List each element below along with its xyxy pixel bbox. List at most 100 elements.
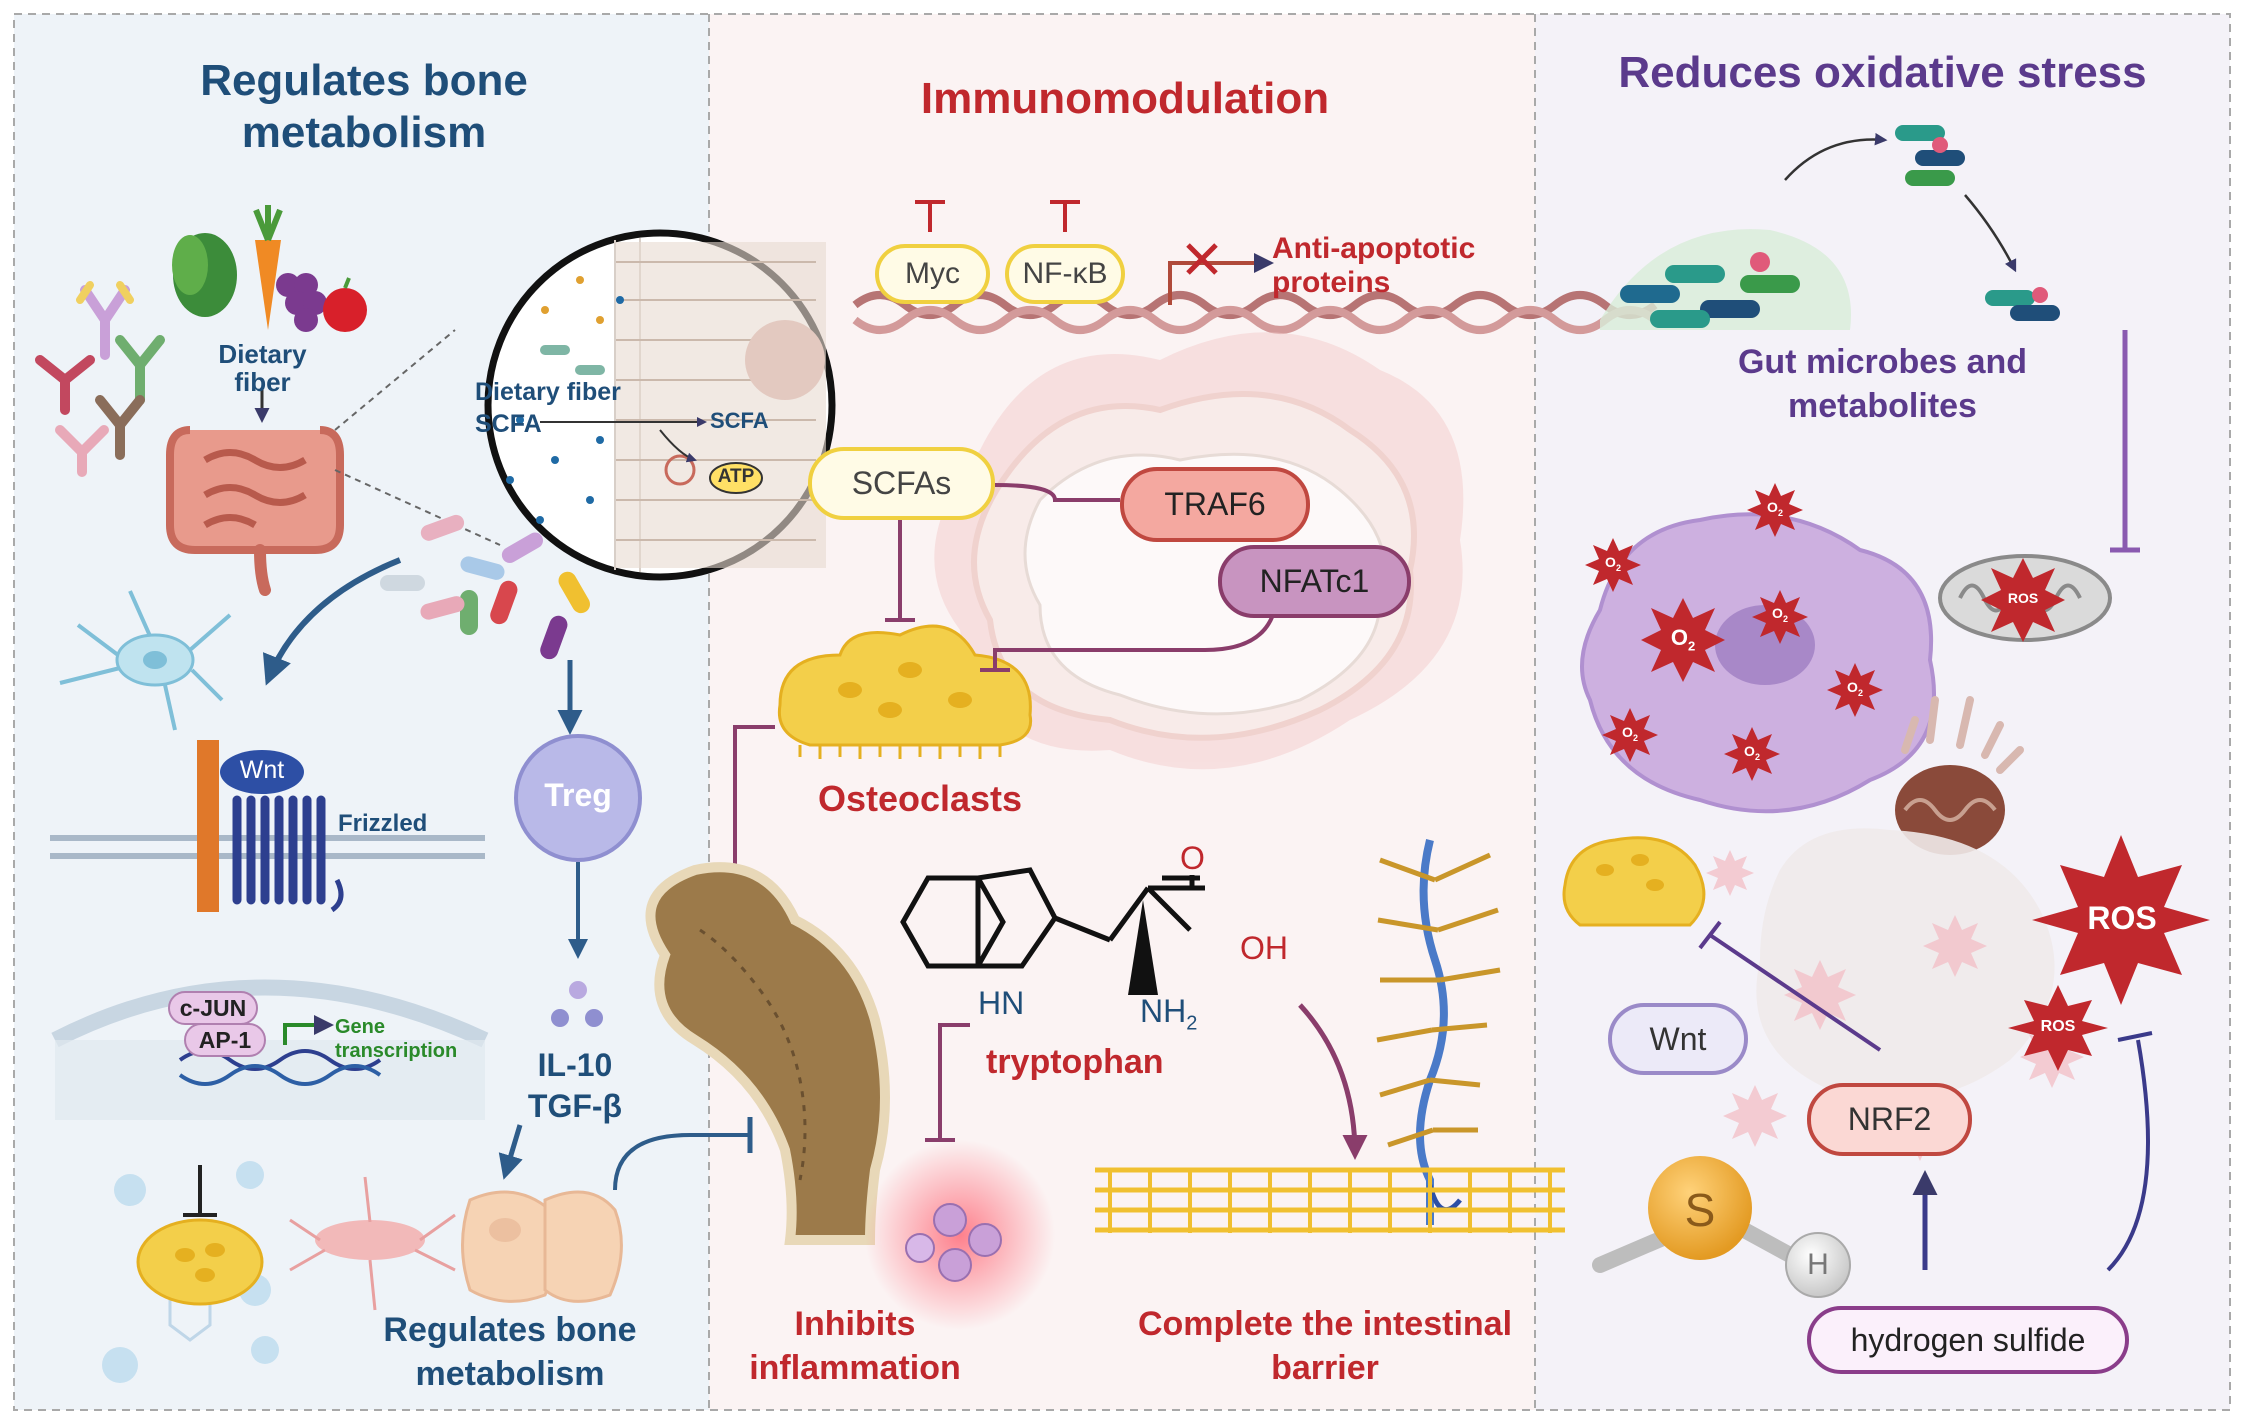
o2-label-6: O2 (1737, 743, 1767, 762)
damaged-mitochondrion (1895, 696, 2024, 855)
inflammation-cells (865, 1140, 1055, 1330)
c-jun-label: c-JUN (168, 991, 258, 1025)
chem-oh-label: OH (1240, 930, 1288, 966)
left-panel-title: Regulates bone metabolism (164, 55, 564, 159)
o2-2-text: O (1767, 499, 1778, 515)
frizzled-label: Frizzled (338, 810, 428, 837)
o2-label-5: O2 (1615, 724, 1645, 743)
hydrogen-sulfide-pill: hydrogen sulfide (1807, 1306, 2129, 1374)
intestine-icon (166, 426, 344, 596)
o2-2-sub: 2 (1777, 507, 1783, 518)
o2-4-sub: 2 (1857, 687, 1863, 698)
o2-4-text: O (1847, 679, 1858, 695)
microbe-inhibition-line (2110, 330, 2140, 553)
treg-cell (514, 734, 642, 862)
o2-label-1: O2 (1765, 605, 1795, 624)
barrier-line1: Complete the intestinal (1137, 1305, 1513, 1343)
gut-microbes-cluster (1600, 125, 2060, 330)
o2-1-text: O (1772, 605, 1783, 621)
o2-1-sub: 2 (1782, 613, 1788, 624)
chem-nh-subscript: 2 (1186, 1012, 1198, 1035)
inhibits-line2: inflammation (749, 1349, 961, 1387)
myc-nfkb-inhibition (915, 200, 1080, 232)
anti-apoptotic-line1: Anti-apoptotic (1272, 232, 1476, 265)
h2s-inhibition-arc (2106, 1031, 2153, 1272)
middle-panel-title: Immunomodulation (920, 74, 1330, 123)
osteoclast-right (1562, 836, 1706, 927)
bottom-line2: metabolism (415, 1355, 605, 1393)
o2-3-sub: 2 (1615, 562, 1621, 573)
chem-o-label: O (1180, 840, 1205, 876)
regulates-bone-bottom-label: Regulates bone metabolism (355, 1308, 665, 1396)
ros-large-label: ROS (2087, 900, 2157, 936)
ros-medium-label: ROS (2040, 1018, 2076, 1035)
ros-burst-large (2032, 835, 2210, 1005)
inhibits-line1: Inhibits (794, 1305, 916, 1343)
nrf2-pill: NRF2 (1807, 1083, 1972, 1156)
chem-nh2-label: NH2 (1140, 993, 1197, 1035)
tryptophan-inhibition (925, 1023, 970, 1142)
atp-label: ATP (717, 466, 755, 487)
nfkb-pill: NF-κB (1005, 244, 1125, 304)
nfatc1-pill: NFATc1 (1218, 545, 1411, 618)
complete-barrier-label: Complete the intestinal barrier (1115, 1302, 1535, 1390)
bone-icon (645, 862, 890, 1245)
traf6-pill: TRAF6 (1120, 467, 1310, 542)
inhibits-inflammation-label: Inhibits inflammation (730, 1302, 980, 1390)
inset-dietary-fiber-label: Dietary fiber (475, 378, 621, 406)
gene-line1: Gene (335, 1016, 386, 1038)
wnt-receptor-label: Wnt (239, 756, 285, 784)
gene-transcription-label: Gene transcription (335, 1015, 457, 1063)
membrane-receptor (50, 740, 485, 913)
dietary-fiber-line2: fiber (234, 367, 291, 397)
bacteria-cluster (380, 514, 590, 660)
ros-small-label: ROS (2007, 590, 2039, 606)
tgfb-label: TGF-β (527, 1088, 623, 1124)
o2-3-text: O (1605, 554, 1616, 570)
gut-lumen-inset (484, 229, 836, 581)
microbes-line1: Gut microbes and (1737, 343, 2028, 381)
left-title-line1: Regulates bone (200, 56, 528, 105)
mucin-fiber (1376, 839, 1501, 1225)
mitochondrion-icon (1938, 554, 2112, 642)
sulfur-atom-label: S (1684, 1184, 1716, 1236)
dietary-fiber-line1: Dietary (218, 339, 307, 369)
nrf2-inhibition (1698, 920, 1882, 1052)
wnt-pill: Wnt (1608, 1003, 1748, 1075)
nucleus-icon (51, 979, 489, 1120)
transcription-block-arrow (1168, 243, 1274, 305)
o2-5-text: O (1622, 724, 1633, 740)
ros-burst-medium (2008, 985, 2108, 1071)
anti-apoptotic-label: Anti-apoptotic proteins (1272, 232, 1475, 300)
gut-microbes-label: Gut microbes and metabolites (1700, 340, 2065, 428)
inset-scfa-label: SCFA (475, 410, 542, 438)
left-title-line2: metabolism (241, 108, 487, 157)
tryptophan-label: tryptophan (986, 1043, 1164, 1081)
treg-label: Treg (544, 777, 612, 813)
gene-line2: transcription (335, 1040, 458, 1062)
ap1-label: AP-1 (184, 1023, 266, 1057)
il10-label: IL-10 (537, 1047, 613, 1083)
bottom-line1: Regulates bone (383, 1311, 637, 1349)
dna-strand (852, 291, 1658, 334)
chem-hn-label: HN (978, 985, 1025, 1021)
scfas-pill: SCFAs (808, 447, 995, 520)
o2-6-sub: 2 (1754, 751, 1760, 762)
osteoclasts-label: Osteoclasts (817, 778, 1023, 819)
bone-cells-bottom (102, 1161, 623, 1383)
o2-big-sub: 2 (1687, 638, 1696, 654)
o2-label-big: O2 (1663, 625, 1703, 653)
o2-label-4: O2 (1840, 679, 1870, 698)
h2s-molecule (1592, 1156, 1851, 1298)
tryptophan-structure (900, 867, 1205, 995)
osteoclast-middle (777, 624, 1033, 759)
dietary-fiber-label: Dietary fiber (205, 340, 320, 396)
right-panel-title: Reduces oxidative stress (1618, 48, 2147, 97)
oxygen-radicals-stars (1585, 483, 1883, 781)
barrier-line2: barrier (1271, 1349, 1379, 1387)
antibodies-icon (35, 281, 165, 477)
cytokine-dots (551, 981, 603, 1027)
inset-scfa-out-label: SCFA (710, 408, 769, 433)
